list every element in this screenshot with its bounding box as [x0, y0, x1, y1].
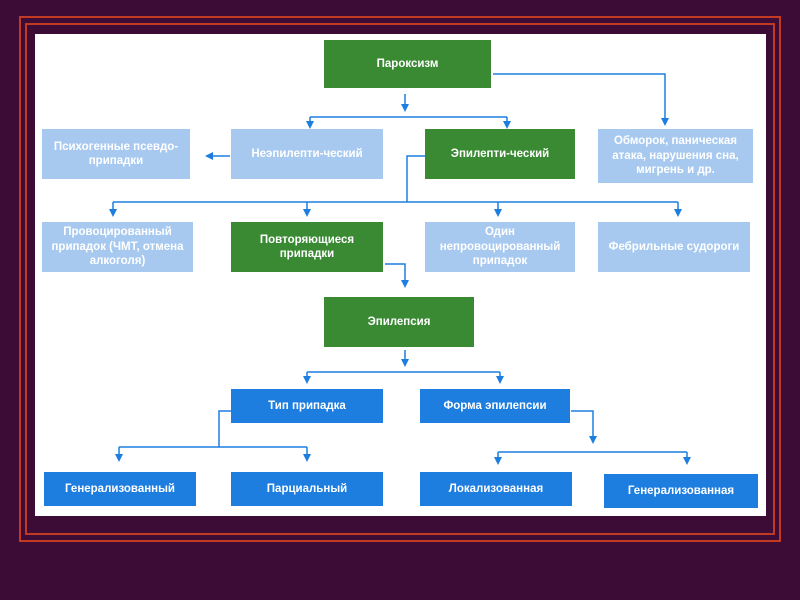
node-paroxysm: Пароксизм	[324, 40, 491, 88]
arrow-to-syncope	[493, 73, 669, 126]
node-nonepileptic: Неэпилепти-ческий	[231, 129, 383, 179]
node-generalized-m: Генерализованный	[44, 472, 196, 506]
node-partial: Парциальный	[231, 472, 383, 506]
epilepsy-form-stem	[571, 410, 597, 444]
node-single-unprovoked: Один непровоцированный припадок	[425, 222, 575, 272]
epileptic-stem	[406, 155, 425, 202]
connector-arrows	[109, 73, 691, 465]
node-epilepsy: Эпилепсия	[324, 297, 474, 347]
node-febrile: Фебрильные судороги	[598, 222, 750, 272]
node-syncope: Обморок, паническая атака, нарушения сна…	[598, 129, 753, 183]
outer-frame	[19, 16, 781, 542]
node-epileptic: Эпилепти-ческий	[425, 129, 575, 179]
node-psychogenic: Психогенные псевдо-припадки	[42, 129, 190, 179]
node-seizure-type: Тип припадка	[231, 389, 383, 423]
arrow-to-epilepsy	[385, 263, 409, 288]
seizure-type-stem	[218, 410, 231, 447]
node-epilepsy-form: Форма эпилепсии	[420, 389, 570, 423]
node-provoked: Провоцированный припадок (ЧМТ, отмена ал…	[42, 222, 193, 272]
inner-frame	[25, 23, 775, 535]
diagram-canvas: Пароксизм Психогенные псевдо-припадки Не…	[35, 34, 766, 516]
node-generalized-f: Генерализованная	[604, 474, 758, 508]
node-localized: Локализованная	[420, 472, 572, 506]
node-recurring: Повторяющиеся припадки	[231, 222, 383, 272]
